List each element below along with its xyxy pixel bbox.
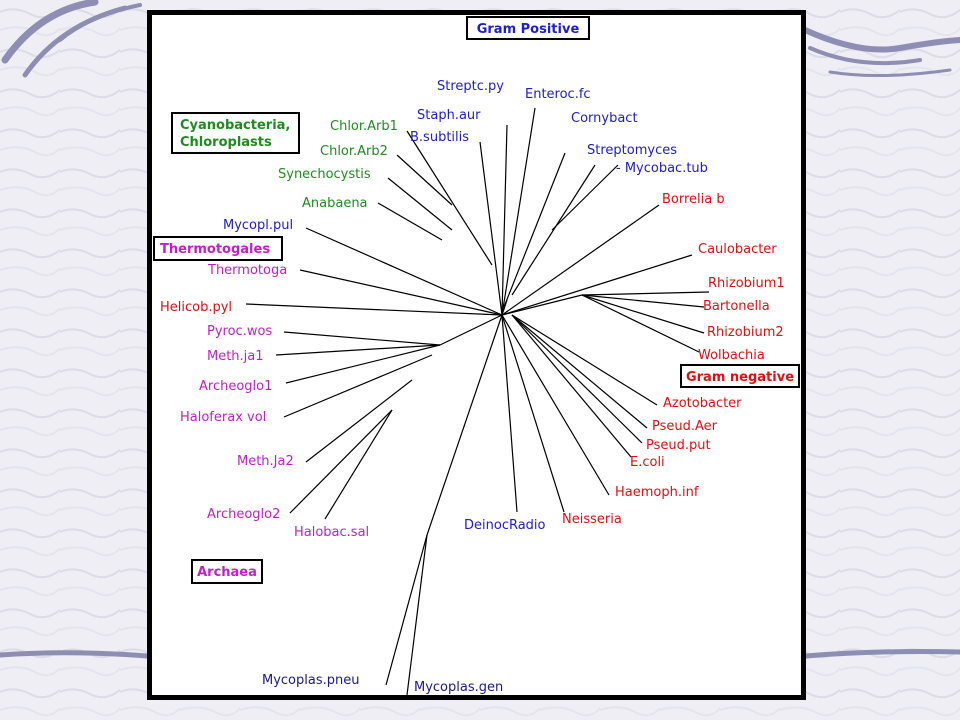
taxon-mycobac-tub: - Mycobac.tub: [616, 161, 708, 176]
group-cyanobacteria: Cyanobacteria, Chloroplasts: [171, 112, 300, 154]
branch-rhizobium1: [581, 291, 710, 296]
taxon-neisseria: Neisseria: [562, 512, 622, 527]
taxon-mycopl-pul: Mycopl.pul: [223, 218, 293, 233]
branch-enteroc-fc: [501, 107, 536, 316]
taxon-haloferax-vol: Haloferax vol: [180, 410, 266, 425]
taxon-archeoglo2: Archeoglo2: [207, 507, 280, 522]
branch-chlor-arb1: [406, 130, 493, 266]
taxon-mycoplas-gen: Mycoplas.gen: [414, 680, 503, 695]
group-archaea: Archaea: [191, 559, 263, 584]
group-label-cyanobacteria-line1: Cyanobacteria,: [180, 118, 290, 133]
taxon-wolbachia: Wolbachia: [698, 348, 765, 363]
branch-caulobacter: [501, 254, 693, 316]
taxon-helicob-pyl: Helicob.pyl: [160, 300, 232, 315]
taxon-anabaena: Anabaena: [302, 196, 368, 211]
branch-borrelia: [501, 204, 660, 316]
branch-pseud-put: [511, 314, 643, 444]
branch-neisseria: [501, 314, 565, 513]
taxon-streptc-py: Streptc.py: [437, 79, 504, 94]
taxon-e-coli: E.coli: [630, 455, 665, 470]
taxon-meth-ja1: Meth.ja1: [207, 349, 264, 364]
branch-wolbachia: [581, 294, 700, 353]
branch-azotobacter: [511, 314, 658, 406]
branch-thermotoga: [299, 269, 503, 316]
group-gram-positive: Gram Positive: [466, 16, 590, 40]
branch-mycobac: [551, 164, 619, 231]
taxon-thermotoga: Thermotoga: [207, 263, 287, 278]
diagram-panel: Gram Positive Cyanobacteria, Chloroplast…: [152, 15, 801, 695]
branch-ecoli: [511, 314, 632, 458]
taxon-streptomyces: Streptomyces: [587, 143, 677, 158]
branch-gramneg-root: [501, 294, 583, 316]
phylogenetic-tree: Gram Positive Cyanobacteria, Chloroplast…: [153, 16, 800, 695]
branch-rhizobium2: [581, 294, 705, 334]
taxon-haemoph-inf: Haemoph.inf: [615, 485, 699, 500]
taxon-azotobacter: Azotobacter: [663, 396, 742, 411]
branch-anabaena: [377, 202, 443, 241]
branch-archeoglo2: [289, 409, 393, 514]
taxon-rhizobium1: Rhizobium1: [708, 276, 785, 291]
taxon-cornybact: Cornybact: [571, 111, 638, 126]
branch-streptc-py: [501, 124, 508, 316]
branch-mycoplas-pneu: [385, 534, 428, 686]
taxon-pseud-aer: Pseud.Aer: [652, 419, 718, 434]
group-label-archaea: Archaea: [197, 565, 257, 580]
branch-haloferax: [283, 354, 433, 418]
taxon-caulobacter: Caulobacter: [698, 242, 777, 257]
branch-archeoglo1: [285, 344, 441, 384]
branch-meth-ja2: [305, 379, 413, 463]
branch-chlor-arb2: [396, 154, 453, 206]
branch-synechocystis: [387, 177, 453, 231]
branch-streptomyces: [511, 164, 596, 296]
branch-archaea-root: [439, 314, 503, 346]
taxon-deinocradio: DeinocRadio: [464, 518, 546, 533]
taxon-halobac-sal: Halobac.sal: [294, 525, 369, 540]
diagram-frame: Gram Positive Cyanobacteria, Chloroplast…: [147, 10, 806, 700]
taxa-labels: Streptc.py Enteroc.fc Staph.aur Cornybac…: [160, 79, 785, 695]
branch-pyroc: [283, 331, 441, 346]
taxon-borrelia-b: Borrelia b: [662, 192, 725, 207]
taxon-enteroc-fc: Enteroc.fc: [525, 87, 591, 102]
taxon-bartonella: Bartonella: [703, 299, 770, 314]
decorative-swoosh-bottom: [0, 649, 960, 659]
group-label-thermotogales: Thermotogales: [160, 242, 270, 257]
branch-meth-ja1: [275, 344, 441, 356]
taxon-mycoplas-pneu: Mycoplas.pneu: [262, 673, 359, 688]
taxon-pseud-put: Pseud.put: [646, 438, 711, 453]
taxon-chlor-arb2: Chlor.Arb2: [320, 144, 388, 159]
branch-deinocradio: [501, 314, 518, 513]
taxon-archeoglo1: Archeoglo1: [199, 379, 272, 394]
taxon-meth-ja2: Meth.Ja2: [237, 454, 294, 469]
branch-halobac: [324, 409, 393, 520]
taxon-chlor-arb1: Chlor.Arb1: [330, 119, 398, 134]
branch-haemoph: [501, 314, 610, 496]
branch-helicob: [245, 303, 503, 316]
taxon-synechocystis: Synechocystis: [278, 167, 371, 182]
branch-cornybact: [503, 152, 566, 308]
group-label-gram-negative: Gram negative: [686, 370, 794, 385]
branch-myco-root: [426, 314, 503, 536]
taxon-staph-aur: Staph.aur: [417, 108, 481, 123]
branch-mycoplas-gen: [406, 534, 428, 695]
decorative-swoosh-top: [1, 0, 960, 78]
branch-mycopl-pul: [305, 227, 503, 316]
branch-pseud-aer: [511, 314, 648, 429]
branch-b-subtilis: [479, 141, 503, 316]
taxon-rhizobium2: Rhizobium2: [707, 325, 784, 340]
group-label-gram-positive: Gram Positive: [477, 22, 580, 37]
branch-bartonella: [581, 294, 705, 308]
taxon-pyroc-wos: Pyroc.wos: [207, 324, 272, 339]
tree-branches: [245, 107, 710, 695]
group-label-cyanobacteria-line2: Chloroplasts: [180, 135, 272, 150]
group-thermotogales: Thermotogales: [153, 236, 283, 261]
group-gram-negative: Gram negative: [680, 364, 800, 388]
taxon-b-subtilis: B.subtilis: [410, 130, 469, 145]
